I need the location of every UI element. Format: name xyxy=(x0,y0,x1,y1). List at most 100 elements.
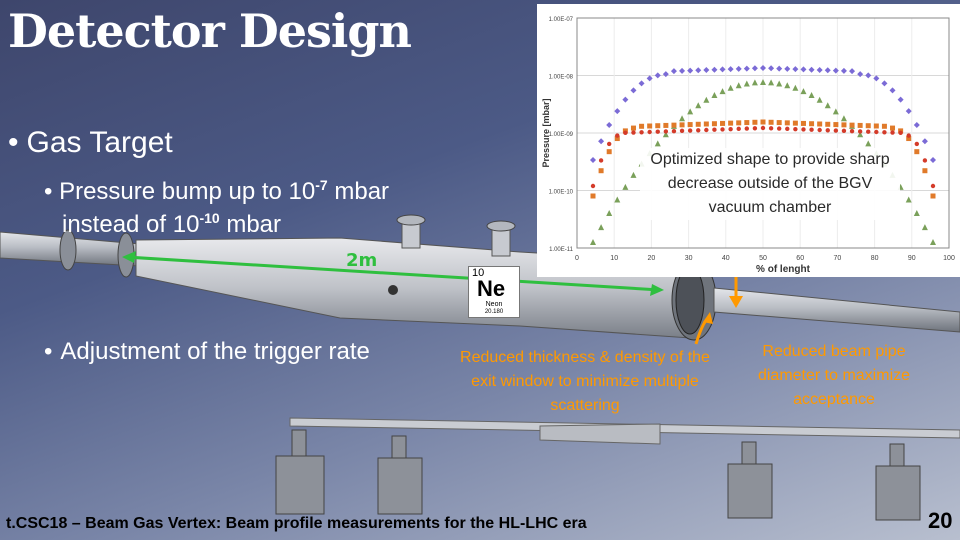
plot-marker xyxy=(614,136,620,142)
x-axis-label: % of lenght xyxy=(756,264,811,275)
plot-marker xyxy=(809,121,815,127)
plot-marker xyxy=(865,72,872,79)
plot-marker xyxy=(857,122,863,128)
support-stand-3 xyxy=(727,441,773,519)
bullet-gas-target: •Gas Target xyxy=(8,126,173,160)
bullet-gas-target-text: Gas Target xyxy=(26,126,173,159)
flange-left-1 xyxy=(59,229,77,271)
plot-marker xyxy=(784,82,791,89)
plot-marker xyxy=(687,67,694,74)
plot-marker xyxy=(703,121,709,127)
plot-marker xyxy=(630,125,636,131)
plot-marker xyxy=(752,126,758,131)
plot-marker xyxy=(679,122,685,128)
plot-marker xyxy=(743,80,750,87)
plot-marker xyxy=(930,183,936,189)
plot-marker xyxy=(735,65,742,72)
plot-marker xyxy=(695,121,701,127)
plot-marker xyxy=(711,92,718,99)
plot-marker xyxy=(849,68,856,75)
plot-marker xyxy=(663,122,669,128)
plot-marker xyxy=(866,129,871,134)
plot-marker xyxy=(728,120,734,126)
plot-marker xyxy=(655,129,660,134)
x-tick-label: 100 xyxy=(943,255,955,262)
plot-marker xyxy=(832,67,839,74)
plot-marker xyxy=(736,120,742,126)
element-name: Neon xyxy=(485,301,503,308)
plot-marker xyxy=(696,128,701,133)
plot-marker xyxy=(922,158,928,163)
plot-marker xyxy=(736,126,741,132)
page-number: 20 xyxy=(928,508,953,533)
plot-marker xyxy=(824,102,831,109)
y-tick-label: 1.00E-07 xyxy=(549,17,574,23)
plot-marker xyxy=(800,88,807,95)
x-tick-label: 70 xyxy=(834,255,842,262)
plot-marker xyxy=(800,120,806,126)
plot-marker xyxy=(598,168,604,174)
plot-marker xyxy=(590,183,596,189)
beam-pipe-right xyxy=(713,287,960,333)
plot-marker xyxy=(655,123,661,129)
slide-title: Detector Design xyxy=(8,4,412,58)
plot-marker xyxy=(751,65,758,72)
plot-marker xyxy=(727,66,734,73)
plot-marker xyxy=(662,71,669,78)
x-tick-label: 30 xyxy=(685,255,693,262)
plot-marker xyxy=(849,128,855,134)
plot-marker xyxy=(703,96,710,103)
plot-marker xyxy=(930,157,936,163)
plot-marker xyxy=(654,140,661,147)
plot-marker xyxy=(792,84,799,91)
x-tick-label: 60 xyxy=(796,255,804,262)
plot-marker xyxy=(623,130,628,136)
plot-marker xyxy=(857,131,864,138)
plot-marker xyxy=(825,121,831,127)
plot-marker xyxy=(679,128,685,134)
plot-marker xyxy=(647,123,653,129)
plot-marker xyxy=(590,239,596,245)
plot-marker xyxy=(744,126,750,131)
exit-window-annotation: Reduced thickness & density of the exit … xyxy=(460,349,710,414)
plot-marker xyxy=(840,67,847,74)
plot-marker xyxy=(590,157,596,163)
plot-marker xyxy=(631,130,636,135)
plot-marker xyxy=(882,130,887,135)
plot-marker xyxy=(639,130,644,135)
atomic-mass: 20.180 xyxy=(484,309,504,315)
plot-marker xyxy=(889,87,896,94)
plot-marker xyxy=(727,84,734,91)
plot-marker xyxy=(800,66,807,73)
plot-marker xyxy=(922,168,928,174)
plot-marker xyxy=(776,120,782,126)
plot-marker xyxy=(816,67,823,73)
y-tick-label: 1.00E-09 xyxy=(549,132,574,138)
neon-element-card: 10 Ne Neon 20.180 xyxy=(468,266,520,318)
y-tick-label: 1.00E-11 xyxy=(549,247,574,253)
plot-marker xyxy=(606,121,613,128)
plot-marker xyxy=(881,123,887,129)
plot-marker xyxy=(897,96,904,103)
y-axis-label: Pressure [mbar] xyxy=(541,98,551,167)
plot-marker xyxy=(760,119,766,125)
plot-marker xyxy=(606,141,612,147)
plot-marker xyxy=(768,126,774,131)
plot-marker xyxy=(913,121,920,128)
plot-marker xyxy=(703,67,710,73)
plot-marker xyxy=(663,129,669,134)
plot-marker xyxy=(890,130,895,135)
plot-marker xyxy=(914,141,920,147)
plot-marker xyxy=(841,122,847,128)
plot-marker xyxy=(711,121,717,127)
plot-marker xyxy=(598,138,605,145)
length-label: 2m xyxy=(346,250,378,271)
bullet-dot: • xyxy=(44,178,53,205)
plot-marker xyxy=(921,138,928,145)
plot-marker xyxy=(792,66,799,73)
pressure-plot-svg: 1.00E-071.00E-081.00E-091.00E-101.00E-11… xyxy=(541,17,955,275)
sub-bullet-trigger-text: Adjustment of the trigger rate xyxy=(60,338,370,365)
plot-marker xyxy=(760,65,766,71)
plot-marker xyxy=(639,123,645,129)
